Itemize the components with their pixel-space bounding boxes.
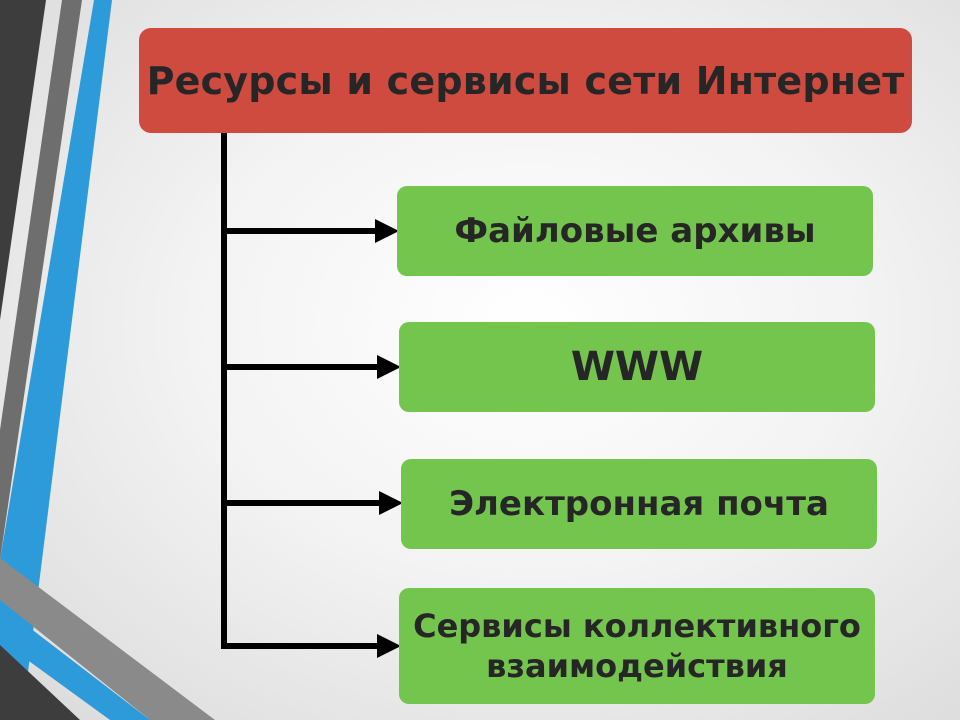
- item-label: Файловые архивы: [454, 210, 816, 251]
- item-box-file-archives: Файловые архивы: [397, 186, 873, 276]
- arrow-2: [224, 355, 401, 379]
- item-label: Электронная почта: [449, 483, 829, 524]
- arrow-1: [224, 219, 399, 243]
- arrow-4: [221, 634, 401, 658]
- title-text: Ресурсы и сервисы сети Интернет: [146, 58, 905, 103]
- item-box-www: WWW: [399, 322, 875, 412]
- arrow-3: [224, 491, 403, 515]
- item-label: WWW: [570, 344, 704, 390]
- item-box-email: Электронная почта: [401, 459, 877, 549]
- item-box-collaboration-services: Сервисы коллективного взаимодействия: [399, 588, 875, 704]
- item-label: Сервисы коллективного взаимодействия: [413, 607, 861, 685]
- title-box: Ресурсы и сервисы сети Интернет: [139, 28, 912, 133]
